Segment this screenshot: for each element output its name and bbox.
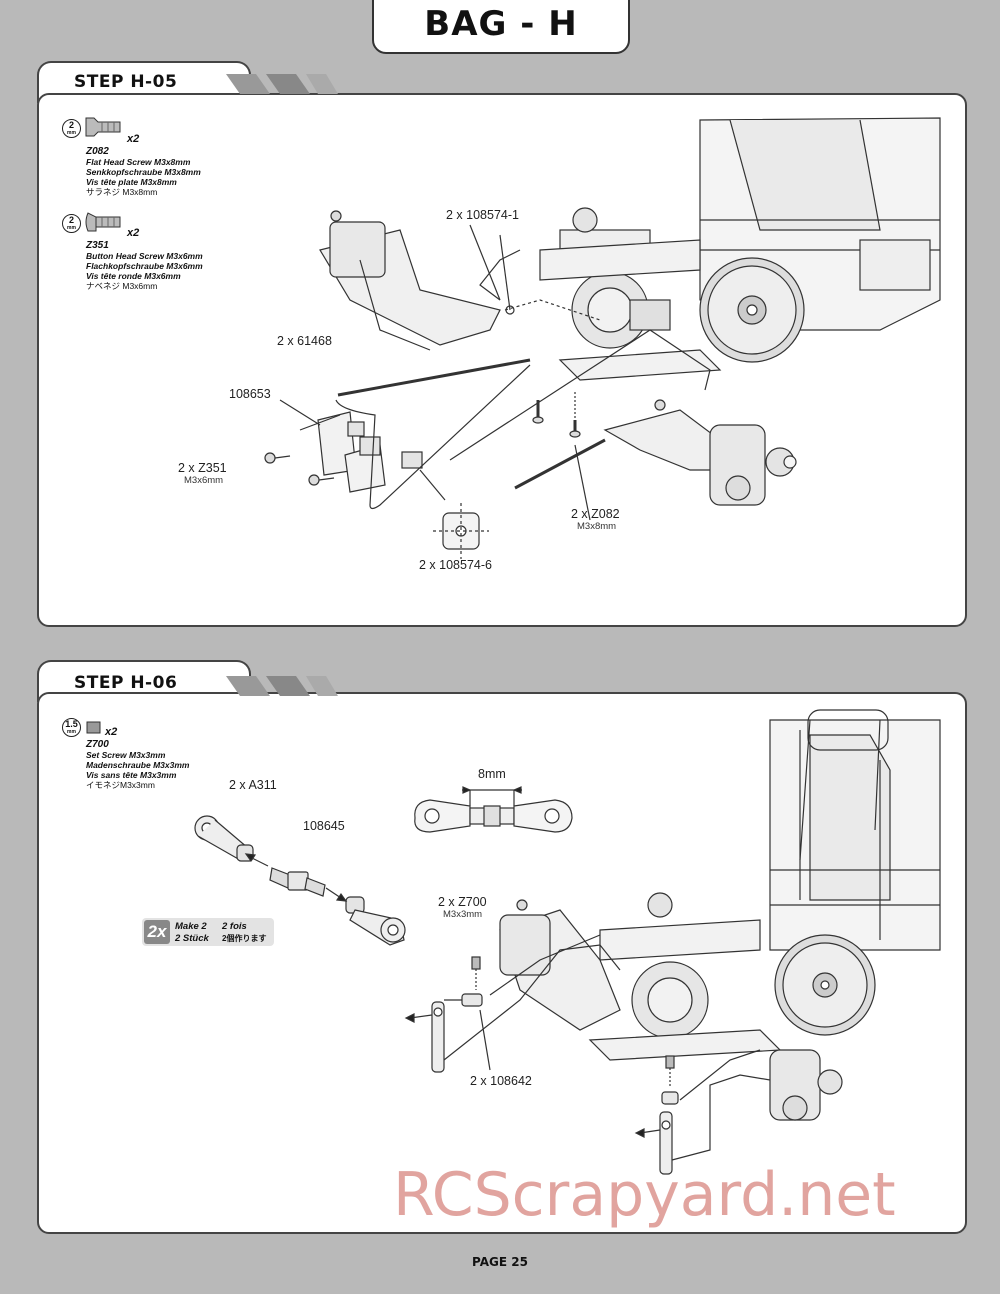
- callout-a311: 2 x A311: [229, 778, 277, 792]
- turnbuckle-part: [269, 867, 326, 897]
- callout-z082: 2 x Z082: [571, 507, 620, 521]
- callout-z351: 2 x Z351: [178, 461, 227, 475]
- watermark: RCScrapyard.net: [393, 1160, 896, 1230]
- make-line2-de: 2 Stück: [175, 933, 209, 944]
- chassis-drawing-h06: [194, 709, 941, 1175]
- part-qty: x2: [127, 227, 140, 239]
- turnbuckle-detail: [414, 786, 573, 833]
- part-z351: Z351 Button Head Screw M3x6mm Flachkopfs…: [86, 240, 203, 292]
- callout-z351-size: M3x6mm: [184, 475, 224, 486]
- button-head-screw-icon: [85, 212, 121, 232]
- step-h06-stripes: [226, 676, 338, 696]
- callout-108574-1: 2 x 108574-1: [446, 208, 519, 222]
- step-h06-label: STEP H-06: [74, 673, 178, 693]
- callout-108642: 2 x 108642: [470, 1074, 532, 1088]
- make-line1-fr: 2 fois: [222, 921, 247, 932]
- flat-head-screw-icon: [85, 117, 121, 137]
- make-line1-en: Make 2: [175, 921, 207, 932]
- part-z082: Z082 Flat Head Screw M3x8mm Senkkopfschr…: [86, 146, 201, 198]
- part-z700: Z700 Set Screw M3x3mm Madenschraube M3x3…: [86, 739, 190, 791]
- set-screw-icon: [86, 721, 101, 734]
- step-h05-stripes: [226, 74, 338, 94]
- page-number: PAGE 25: [472, 1255, 528, 1269]
- callout-108653: 108653: [229, 387, 271, 401]
- bag-title: BAG - H: [372, 0, 630, 54]
- callout-108574-6: 2 x 108574-6: [419, 558, 492, 572]
- callout-108645: 108645: [303, 819, 345, 833]
- callout-61468: 2 x 61468: [277, 334, 332, 348]
- make-quantity-box: 2x Make 2 2 fois 2 Stück 2個作ります: [142, 918, 274, 946]
- step-h05-label: STEP H-05: [74, 72, 178, 92]
- make-multiplier: 2x: [144, 920, 170, 944]
- part-qty: x2: [105, 726, 118, 738]
- callout-z082-size: M3x8mm: [577, 521, 617, 532]
- make-line2-jp: 2個作ります: [222, 934, 267, 943]
- callout-z700: 2 x Z700: [438, 895, 487, 909]
- rod-end-part: [345, 896, 406, 946]
- part-qty: x2: [127, 133, 140, 145]
- callout-8mm: 8mm: [478, 767, 506, 781]
- rod-end-part: [194, 815, 254, 862]
- callout-z700-size: M3x3mm: [443, 909, 483, 920]
- chassis-drawing-h05: [264, 117, 941, 559]
